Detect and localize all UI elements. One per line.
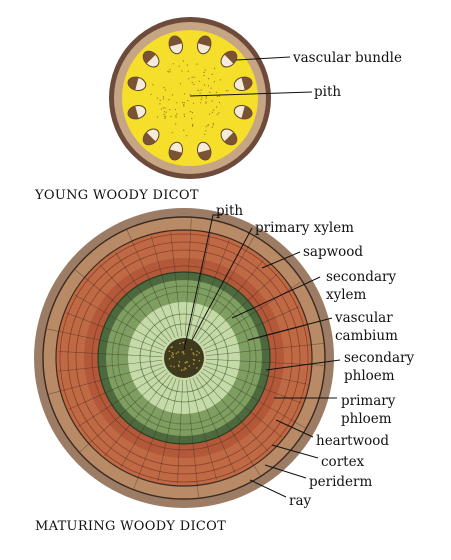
vascular-bundle <box>127 105 147 120</box>
primary-xylem-leader <box>191 227 253 341</box>
label-periderm: periderm <box>309 474 372 490</box>
label-vascular-bundle: vascular bundle <box>292 50 402 66</box>
ray-line <box>48 363 163 395</box>
ray-line <box>205 343 324 356</box>
ray-line <box>74 294 166 348</box>
secondary-xylem-leader <box>231 276 321 319</box>
vascular-bundle <box>220 128 238 146</box>
ray-line <box>204 365 302 404</box>
vascular-bundle-leader <box>235 56 291 61</box>
label-primary-phloem-line2: phloem <box>341 411 392 427</box>
ray-line <box>197 259 264 342</box>
ray-line <box>99 264 170 342</box>
ray-line <box>75 269 168 345</box>
cortex-leader <box>271 444 319 459</box>
heartwood-leader <box>275 419 314 438</box>
ray-line <box>203 306 300 350</box>
label-primary-phloem-line1: primary <box>341 393 396 409</box>
vascular-bundle <box>233 105 253 120</box>
ray-line <box>78 369 166 427</box>
young-pith-leader <box>189 91 313 97</box>
ray-line <box>133 378 177 489</box>
label-vascular-cambium-line2: cambium <box>335 328 398 344</box>
ray-line <box>126 229 176 339</box>
ray-line <box>68 366 165 410</box>
mature-leaders <box>183 214 341 498</box>
young-dicot-cross-section <box>109 17 271 179</box>
label-primary-xylem: primary xylem <box>255 220 354 236</box>
ray-line <box>205 325 306 353</box>
ray-line <box>177 379 184 484</box>
mature-dicot-cross-section <box>34 208 334 508</box>
mature-pith <box>164 338 204 378</box>
ray-line <box>186 379 199 498</box>
ray-leader <box>249 479 287 498</box>
sapwood-leader <box>261 251 301 269</box>
rays <box>47 218 324 498</box>
growth-rings <box>42 216 326 500</box>
label-secondary-xylem-line2: xylem <box>326 287 367 303</box>
young-pith-texture <box>150 60 229 137</box>
vascular-bundle <box>168 141 183 161</box>
mature-dicot-title: MATURING WOODY DICOT <box>35 519 226 534</box>
ray-line <box>170 232 182 337</box>
ray-line <box>184 218 192 337</box>
ray-line <box>47 328 163 354</box>
mature-labels: pith primary xylem sapwood secondary xyl… <box>216 203 414 509</box>
secondary-phloem-leader <box>265 359 341 371</box>
label-cortex: cortex <box>321 454 365 470</box>
label-secondary-phloem-line2: phloem <box>344 368 395 384</box>
young-labels: vascular bundle pith <box>189 50 402 100</box>
ray-line <box>195 376 261 476</box>
vascular-bundle <box>127 76 147 91</box>
ray-line <box>58 351 163 358</box>
young-vascular-bundles <box>127 35 253 161</box>
ray-line <box>205 358 324 366</box>
label-young-pith: pith <box>314 84 341 100</box>
vascular-bundle <box>197 35 212 55</box>
ray-line <box>104 374 171 457</box>
ray-line <box>202 281 302 347</box>
label-secondary-phloem-line1: secondary <box>344 350 414 366</box>
pith-leader <box>183 214 222 351</box>
ray-line <box>200 273 278 344</box>
ray-line <box>120 376 174 468</box>
label-ray: ray <box>289 493 312 509</box>
ray-line <box>151 236 179 337</box>
vascular-cambium-leader <box>247 317 333 341</box>
ray-line <box>79 372 168 452</box>
ray-line <box>202 368 306 429</box>
ray-line <box>66 312 164 351</box>
periderm-leader <box>264 464 307 479</box>
vascular-bundle <box>197 141 212 161</box>
vascular-bundle <box>168 35 183 55</box>
label-sapwood: sapwood <box>303 244 363 260</box>
label-secondary-xylem-line1: secondary <box>326 269 396 285</box>
ray-line <box>192 377 236 474</box>
ray-line <box>115 252 173 340</box>
label-pith: pith <box>216 203 243 219</box>
vascular-bundle <box>220 50 238 68</box>
ray-line <box>200 371 283 438</box>
ray-line <box>198 374 269 452</box>
mature-pith-texture <box>168 341 201 372</box>
ray-line <box>191 240 230 338</box>
young-pith <box>122 30 258 166</box>
ray-line <box>205 362 308 385</box>
vascular-bundle <box>142 128 160 146</box>
ray-line <box>194 236 255 340</box>
young-dicot-title: YOUNG WOODY DICOT <box>34 188 199 203</box>
vascular-bundle <box>233 76 253 91</box>
vascular-bundle <box>142 50 160 68</box>
ray-line <box>189 379 217 480</box>
ray-line <box>58 360 163 372</box>
ray-line <box>188 234 211 337</box>
label-heartwood: heartwood <box>316 433 389 449</box>
label-vascular-cambium-line1: vascular <box>334 310 393 326</box>
ray-line <box>157 379 180 482</box>
